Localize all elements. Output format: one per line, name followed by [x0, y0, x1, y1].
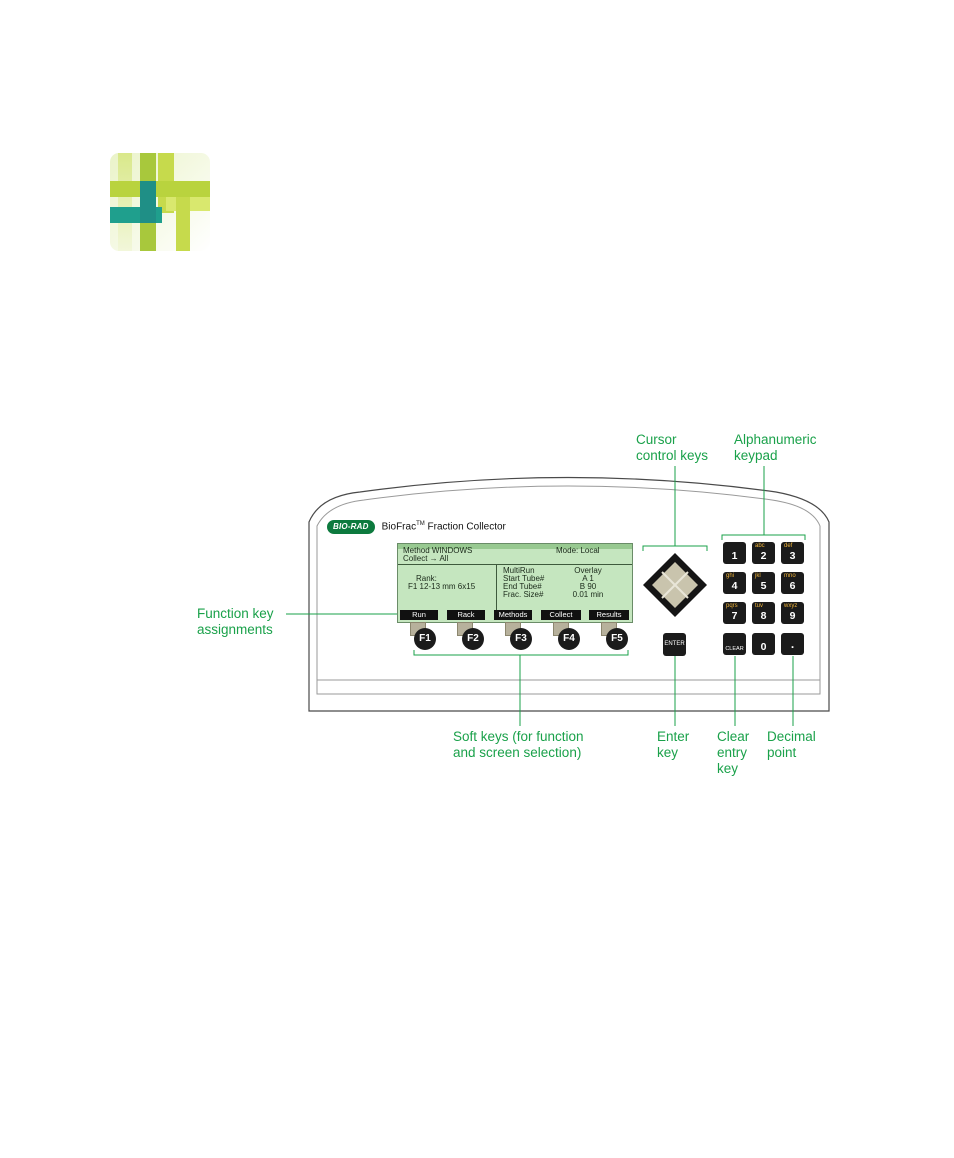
- key-letters: mno: [784, 573, 796, 579]
- cursor-keys[interactable]: [643, 553, 707, 617]
- lcd-top-band: [398, 544, 632, 549]
- clear-key[interactable]: CLEAR: [723, 633, 746, 655]
- device-title: BioFracTM Fraction Collector: [382, 521, 506, 532]
- key-letters: pqrs: [726, 603, 738, 609]
- callout-line: Cursor: [636, 432, 677, 447]
- keypad-key-2[interactable]: abc 2: [752, 542, 775, 564]
- keypad-key-9[interactable]: wxyz 9: [781, 602, 804, 624]
- key-letters: wxyz: [784, 603, 798, 609]
- callout-line: and screen selection): [453, 745, 582, 760]
- lcd-header-method: Method WINDOWS: [403, 546, 473, 555]
- callout-line: entry: [717, 745, 748, 760]
- callout-line: Function key: [197, 606, 274, 621]
- f5-key[interactable]: F5: [606, 628, 628, 650]
- device-subtitle: Fraction Collector: [427, 521, 506, 533]
- clear-key-label: CLEAR: [725, 646, 744, 652]
- callout-line: Soft keys (for function: [453, 729, 584, 744]
- lcd-rack-label: Rank:: [416, 574, 437, 583]
- f4-key[interactable]: F4: [558, 628, 580, 650]
- brand-logo: BIO-RAD: [327, 520, 375, 534]
- key-number: 3: [789, 550, 796, 562]
- lcd-row-value: A 1: [582, 574, 594, 583]
- callout-line: Clear: [717, 729, 750, 744]
- key-letters: def: [784, 543, 793, 549]
- key-letters: abc: [755, 543, 765, 549]
- enter-key[interactable]: ENTER: [663, 633, 686, 656]
- lcd-header-mode: Mode: Local: [556, 546, 600, 555]
- lcd-row-value: B 90: [579, 582, 597, 591]
- key-number: 8: [760, 610, 767, 622]
- callout-function-key-assignments: Function key assignments: [197, 606, 274, 638]
- lcd-screen: Method WINDOWS Collect → All Mode: Local…: [397, 543, 633, 623]
- panel-inner-outline: [316, 485, 821, 695]
- key-number: 2: [760, 550, 767, 562]
- callout-line: Decimal: [767, 729, 816, 744]
- key-number: 1: [731, 550, 738, 562]
- callout-line: key: [657, 745, 679, 760]
- softkey-label-rack: Rack: [447, 610, 485, 620]
- lcd-row-label: Start Tube#: [503, 574, 545, 583]
- callout-line: point: [767, 745, 797, 760]
- callout-decimal-point: Decimal point: [767, 729, 816, 761]
- lcd-row-value: 0.01 min: [572, 590, 604, 599]
- softkey-label-collect: Collect: [541, 610, 581, 620]
- callout-line: Alphanumeric: [734, 432, 817, 447]
- keypad-key-4[interactable]: ghi 4: [723, 572, 746, 594]
- callout-line: Enter: [657, 729, 690, 744]
- key-number: 9: [789, 610, 796, 622]
- callout-line: assignments: [197, 622, 273, 637]
- brand-row: BIO-RAD BioFracTM Fraction Collector: [327, 520, 506, 534]
- key-letters: ghi: [726, 573, 735, 579]
- callout-line: control keys: [636, 448, 709, 463]
- callout-clear-entry-key: Clear entry key: [717, 729, 749, 777]
- callout-line: keypad: [734, 448, 778, 463]
- keypad-key-3[interactable]: def 3: [781, 542, 804, 564]
- key-number: 4: [731, 580, 738, 592]
- lcd-header-collect: Collect → All: [403, 554, 449, 563]
- softkey-label-methods: Methods: [494, 610, 532, 620]
- key-letters: tuv: [755, 603, 764, 609]
- f3-key[interactable]: F3: [510, 628, 532, 650]
- device-title-name: BioFrac: [381, 521, 417, 533]
- key-number: 7: [731, 610, 738, 622]
- lcd-row-label: Frac. Size#: [503, 590, 544, 599]
- keypad-key-8[interactable]: tuv 8: [752, 602, 775, 624]
- key-number: 0: [760, 641, 767, 653]
- lcd-row-label: End Tube#: [503, 582, 542, 591]
- callout-alphanumeric-keypad: Alphanumeric keypad: [734, 432, 817, 464]
- lcd-row-value: Overlay: [574, 566, 602, 575]
- softkeys-bracket: [413, 650, 629, 656]
- keypad-key-1[interactable]: 1: [723, 542, 746, 564]
- keypad-key-5[interactable]: jkl 5: [752, 572, 775, 594]
- enter-key-label: ENTER: [664, 641, 685, 647]
- callout-cursor-control-keys: Cursor control keys: [636, 432, 708, 464]
- trademark: TM: [416, 521, 425, 528]
- f2-key[interactable]: F2: [462, 628, 484, 650]
- callout-line: key: [717, 761, 739, 776]
- keypad-key-6[interactable]: mno 6: [781, 572, 804, 594]
- callout-soft-keys: Soft keys (for function and screen selec…: [453, 729, 584, 761]
- decimal-point-key[interactable]: .: [781, 633, 804, 655]
- key-number: .: [790, 637, 795, 651]
- key-number: 5: [760, 580, 767, 592]
- softkey-label-results: Results: [589, 610, 629, 620]
- key-letters: jkl: [755, 573, 761, 579]
- lcd-row-label: MultiRun: [503, 566, 535, 575]
- lcd-column-rule: [496, 565, 497, 610]
- lcd-header-rule: [398, 564, 632, 565]
- softkey-label-run: Run: [400, 610, 438, 620]
- keypad-key-0[interactable]: 0: [752, 633, 775, 655]
- key-number: 6: [789, 580, 796, 592]
- keypad-key-7[interactable]: pqrs 7: [723, 602, 746, 624]
- lcd-rack-value: F1 12-13 mm 6x15: [408, 582, 476, 591]
- callout-enter-key: Enter key: [657, 729, 689, 761]
- f1-key[interactable]: F1: [414, 628, 436, 650]
- product-logo-icon: [110, 153, 210, 251]
